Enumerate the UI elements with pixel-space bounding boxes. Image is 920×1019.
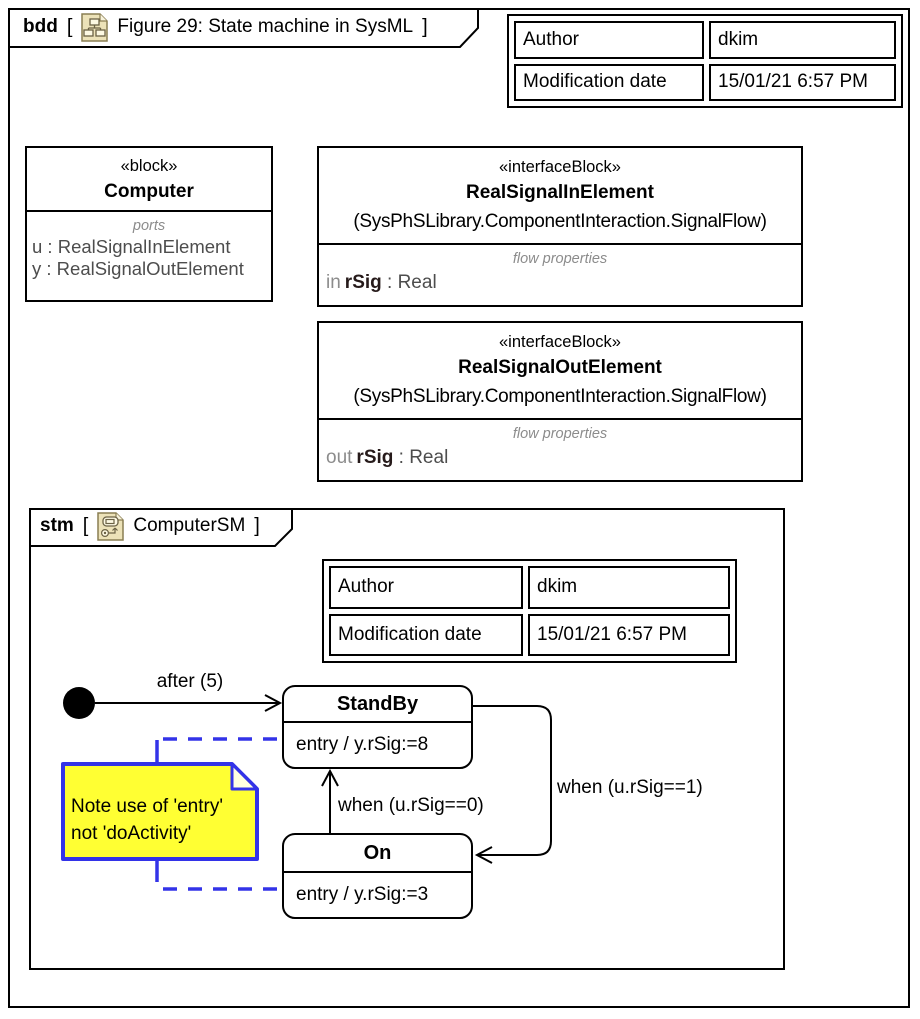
transition-label-when-u-rsig-0[interactable]: when (u.rSig==0): [338, 795, 484, 816]
info-label-moddate: Modification date: [514, 63, 704, 101]
stm-info-label-moddate: Modification date: [329, 613, 523, 656]
realsignalout-qualifier: (SysPhSLibrary.ComponentInteraction.Sign…: [353, 386, 767, 407]
state-on[interactable]: On entry / y.rSig:=3: [282, 833, 473, 919]
flow-type-out: : Real: [393, 447, 449, 468]
transition-on-to-standby[interactable]: [321, 768, 339, 833]
bdd-tab-header: bdd [ Figure 29: State machine in SysML …: [23, 12, 428, 42]
state-on-name: On: [284, 835, 471, 873]
stm-info-label-author: Author: [329, 566, 523, 609]
transition-standby-to-on[interactable]: [473, 705, 552, 864]
stm-info-table[interactable]: Author dkim Modification date 15/01/21 6…: [322, 559, 737, 663]
realsignalin-stereotype: «interfaceBlock»: [499, 158, 621, 176]
flow-direction-in: in: [326, 272, 341, 293]
state-on-entry[interactable]: entry / y.rSig:=3: [296, 884, 429, 905]
note-anchor-lines: [155, 737, 281, 891]
info-label-author: Author: [514, 21, 704, 59]
stm-diagram-title: ComputerSM: [133, 515, 246, 536]
stm-info-value-moddate: 15/01/21 6:57 PM: [528, 613, 730, 656]
bdd-open-bracket: [: [66, 15, 73, 38]
block-realsignaloutelement[interactable]: «interfaceBlock» RealSignalOutElement (S…: [317, 321, 803, 482]
realsignalin-qualifier: (SysPhSLibrary.ComponentInteraction.Sign…: [353, 211, 767, 232]
block-computer-name: Computer: [104, 181, 194, 202]
bdd-close-bracket: ]: [422, 15, 428, 38]
port-y[interactable]: y : RealSignalOutElement: [32, 258, 244, 279]
block-computer-stereotype: «block»: [120, 157, 178, 175]
transition-label-when-u-rsig-1[interactable]: when (u.rSig==1): [557, 777, 703, 798]
state-standby[interactable]: StandBy entry / y.rSig:=8: [282, 685, 473, 769]
note-text-line1: Note use of 'entry': [71, 796, 223, 817]
realsignalin-header: «interfaceBlock» RealSignalInElement (Sy…: [319, 148, 801, 243]
stm-tab-header: stm [ ComputerSM ]: [40, 511, 260, 541]
note-text[interactable]: Note use of 'entry' not 'doActivity': [71, 793, 223, 847]
realsignalout-header: «interfaceBlock» RealSignalOutElement (S…: [319, 323, 801, 418]
initial-transition-label[interactable]: after (5): [156, 671, 224, 692]
flow-name-in: rSig: [344, 272, 382, 293]
bdd-tab-shape[interactable]: [8, 8, 479, 48]
stm-kind-label: stm: [40, 515, 74, 536]
block-computer-header: «block» Computer: [27, 148, 271, 210]
note-shape[interactable]: [61, 762, 259, 861]
info-value-author: dkim: [709, 21, 896, 59]
state-standby-entry[interactable]: entry / y.rSig:=8: [296, 734, 429, 755]
bdd-kind-label: bdd: [23, 16, 58, 37]
diagram-info-table[interactable]: Author dkim Modification date 15/01/21 6…: [507, 14, 903, 108]
block-realsignalinelement[interactable]: «interfaceBlock» RealSignalInElement (Sy…: [317, 146, 803, 307]
flow-properties-label-out: flow properties: [512, 426, 608, 442]
stm-close-bracket: ]: [254, 514, 260, 537]
flow-properties-label-in: flow properties: [512, 251, 608, 267]
flow-type-in: : Real: [381, 272, 437, 293]
bdd-diagram-icon: [81, 12, 109, 42]
note-fold-corner: [230, 762, 259, 791]
flow-direction-out: out: [326, 447, 353, 468]
realsignalout-name: RealSignalOutElement: [458, 357, 662, 378]
block-computer-ports-compartment: ports u : RealSignalInElement y : RealSi…: [27, 210, 271, 302]
bdd-diagram-title: Figure 29: State machine in SysML: [117, 16, 414, 37]
stm-info-value-author: dkim: [528, 566, 730, 609]
realsignalout-stereotype: «interfaceBlock»: [499, 333, 621, 351]
stm-diagram-frame[interactable]: [29, 508, 785, 970]
stm-open-bracket: [: [82, 514, 89, 537]
initial-state[interactable]: [63, 687, 95, 719]
stm-tab-shape[interactable]: [29, 508, 293, 547]
note-text-line2: not 'doActivity': [71, 823, 192, 844]
state-machine-icon: [97, 511, 125, 541]
port-u[interactable]: u : RealSignalInElement: [32, 236, 231, 257]
flow-name-out: rSig: [356, 447, 394, 468]
realsignalin-name: RealSignalInElement: [466, 182, 654, 203]
info-value-moddate: 15/01/21 6:57 PM: [709, 63, 896, 101]
state-standby-name: StandBy: [284, 687, 471, 723]
ports-compartment-label: ports: [132, 218, 166, 234]
block-computer[interactable]: «block» Computer ports u : RealSignalInE…: [25, 146, 273, 302]
initial-transition-arrow[interactable]: [95, 694, 283, 712]
